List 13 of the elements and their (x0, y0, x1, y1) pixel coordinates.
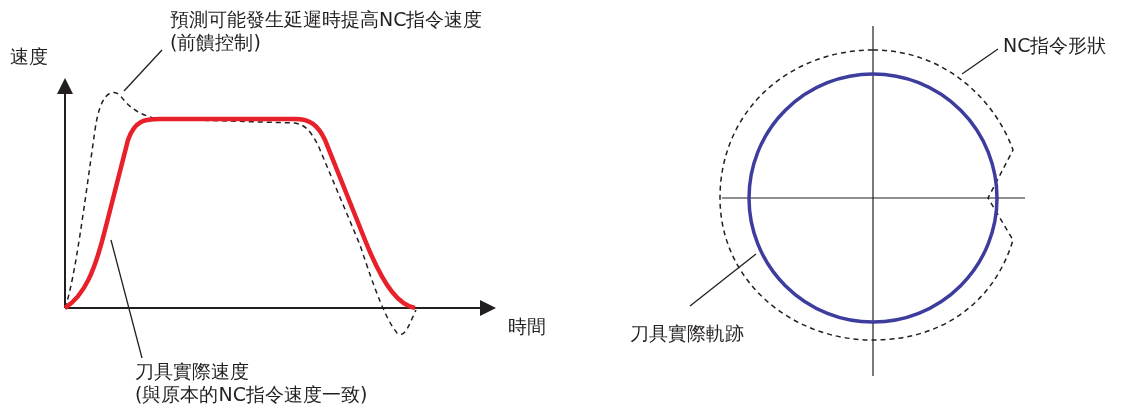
callout-text: 刀具實際速度 (135, 360, 250, 384)
leader-line (689, 253, 757, 307)
callout-text: (與原本的NC指令速度一致) (135, 383, 368, 407)
callout-text: 刀具實際軌跡 (630, 322, 744, 346)
leader-line (961, 48, 999, 75)
callout-text: 預測可能發生延遲時提高NC指令速度 (170, 8, 483, 32)
leader-line (110, 239, 143, 359)
callout-text: NC指令形狀 (1003, 34, 1107, 58)
axis-label: 速度 (10, 44, 48, 69)
axis-label: 時間 (508, 314, 546, 339)
callout-text: (前饋控制) (170, 31, 262, 55)
dashed-curve (64, 91, 417, 336)
leader-line (123, 49, 163, 92)
